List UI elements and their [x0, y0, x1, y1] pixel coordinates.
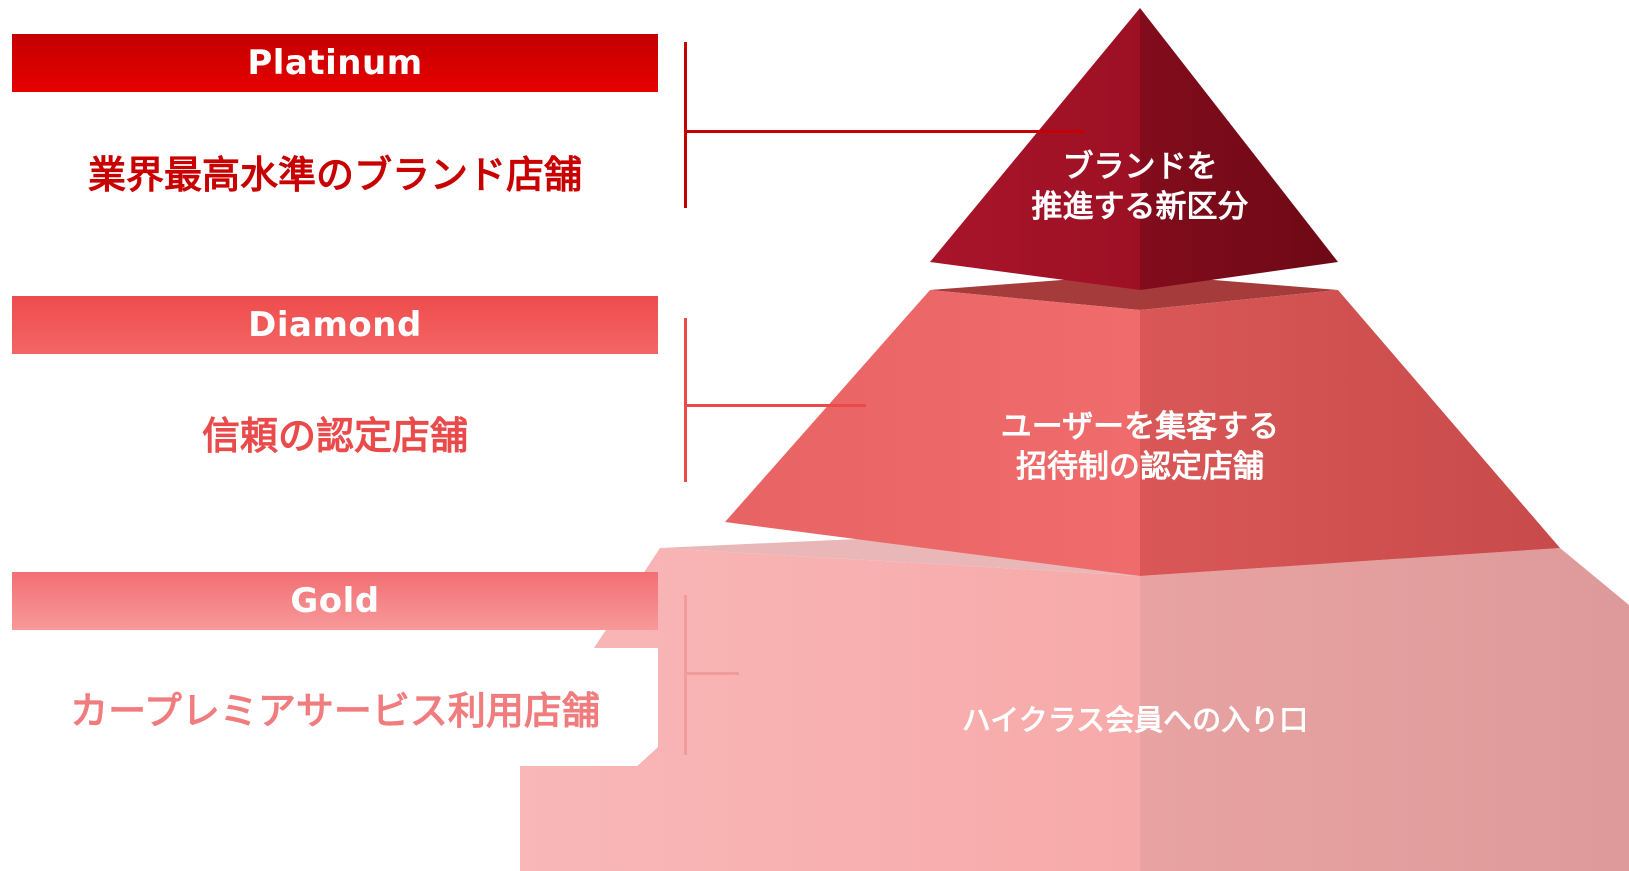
pyramid-tier-gold — [520, 526, 1629, 871]
tier-header-platinum: Platinum — [12, 34, 658, 92]
platinum-connector-line — [684, 130, 1084, 133]
gold-bracket-line — [684, 595, 687, 755]
diamond-connector-line — [684, 404, 866, 407]
diamond-bracket-line — [684, 318, 687, 482]
pyramid-tier-platinum — [930, 8, 1338, 290]
pyramid-label-platinum: ブランドを 推進する新区分 — [990, 148, 1290, 227]
tier-description-diamond: 信頼の認定店舗 — [12, 373, 658, 491]
pyramid-label-gold: ハイクラス会員への入り口 — [925, 702, 1345, 739]
pyramid-tier-diamond — [725, 274, 1560, 576]
tier-header-gold: Gold — [12, 572, 658, 630]
pyramid-label-diamond-line2: 招待制の認定店舗 — [1016, 448, 1264, 485]
pyramid-label-gold-line1: ハイクラス会員への入り口 — [961, 703, 1309, 737]
pyramid-label-platinum-line2: 推進する新区分 — [1031, 188, 1249, 225]
pyramid-label-diamond-line1: ユーザーを集客する — [1000, 409, 1280, 445]
gold-connector-line — [684, 672, 739, 675]
tier-description-platinum: 業界最高水準のブランド店舗 — [12, 112, 658, 230]
tier-description-gold: カープレミアサービス利用店舗 — [12, 648, 658, 766]
pyramid-label-platinum-line1: ブランドを — [1062, 149, 1218, 185]
tier-header-diamond: Diamond — [12, 296, 658, 354]
pyramid-label-diamond: ユーザーを集客する 招待制の認定店舗 — [960, 408, 1320, 487]
platinum-bracket-line — [684, 42, 687, 208]
